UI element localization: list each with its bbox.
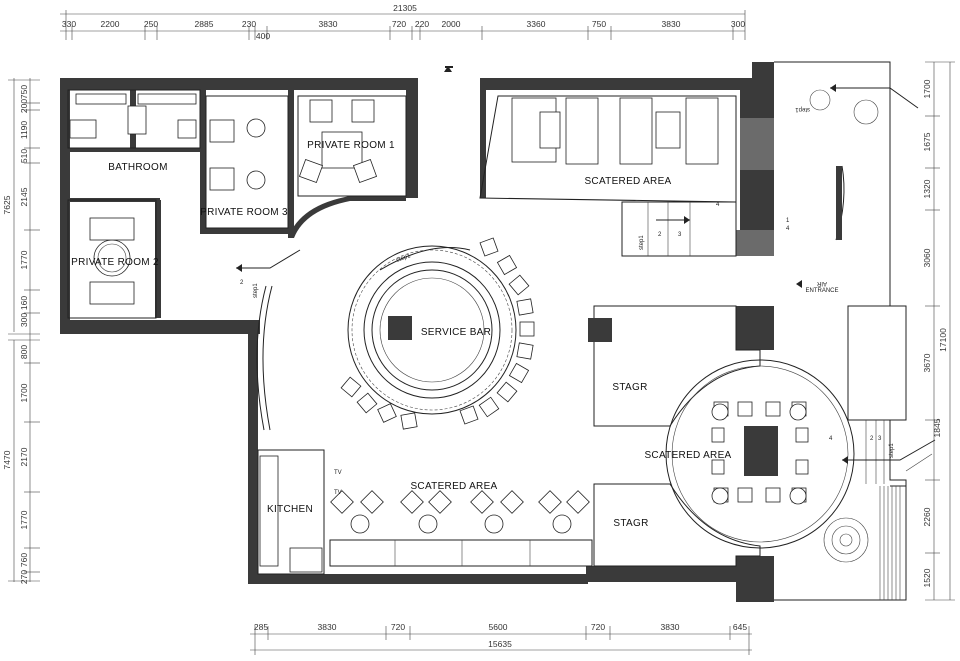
room-labels: BATHROOM PRIVATE ROOM 1 PRIVATE ROOM 2 P… <box>71 140 731 529</box>
right-dimensions: 1700 1675 1320 3060 3670 1845 2260 1520 … <box>905 61 955 601</box>
right-dim-2: 1675 <box>922 132 932 151</box>
entrance-label: ENTRANCE <box>805 288 838 294</box>
right-dim-6: 1845 <box>932 418 942 437</box>
num-2-corridor: 2 <box>240 280 244 286</box>
tv-label-2: TV <box>334 490 342 496</box>
left-dim-9: 800 <box>19 345 29 359</box>
top-dim-sub: 400 <box>256 31 270 41</box>
num-3-stairs: 3 <box>678 232 682 238</box>
left-dim-3: 1190 <box>19 121 29 140</box>
bar-stools <box>340 237 535 430</box>
label-service-bar: SERVICE BAR <box>421 327 491 338</box>
label-private-room-3: PRIVATE ROOM 3 <box>200 207 288 218</box>
left-dim-13: 760 <box>19 553 29 567</box>
top-dim-5: 230 <box>242 19 256 29</box>
num-4-right: 4 <box>829 436 833 442</box>
top-dim-13: 300 <box>731 19 745 29</box>
right-dim-8: 1520 <box>922 568 932 587</box>
bottom-dim-4: 5600 <box>489 622 508 632</box>
label-scattered-area-right: SCATERED AREA <box>644 450 731 461</box>
num-2-right: 2 <box>870 436 874 442</box>
top-dim-8: 220 <box>415 19 429 29</box>
bottom-dim-6: 3830 <box>661 622 680 632</box>
left-dim-1: 750 <box>19 85 29 99</box>
top-dim-10: 3360 <box>527 19 546 29</box>
left-dim-4: 510 <box>19 149 29 163</box>
left-dim-14: 270 <box>19 570 29 584</box>
bottom-dim-7: 645 <box>733 622 747 632</box>
right-dim-7: 2260 <box>922 507 932 526</box>
top-dim-9: 2000 <box>442 19 461 29</box>
step-label-top: step1 <box>639 235 645 250</box>
top-dimensions: 21305 330 2200 250 2885 230 3830 720 220… <box>60 3 745 41</box>
left-dim-8: 160 <box>19 296 29 310</box>
left-dimensions: 7625 7470 750 200 1190 510 2145 1770 300… <box>2 78 40 584</box>
num-1-right-top: 1 <box>786 218 790 224</box>
top-dim-6: 3830 <box>319 19 338 29</box>
top-dim-1: 330 <box>62 19 76 29</box>
top-dim-2: 2200 <box>101 19 120 29</box>
left-dim-10: 1700 <box>19 383 29 402</box>
left-dim-6: 1770 <box>19 250 29 269</box>
label-stage-upper: STAGR <box>612 382 647 393</box>
label-private-room-1: PRIVATE ROOM 1 <box>307 140 395 151</box>
num-4-stairs: 4 <box>716 202 720 208</box>
num-2-stairs: 2 <box>658 232 662 238</box>
left-dim-11: 2170 <box>19 447 29 466</box>
bottom-dimensions: 285 3830 720 5600 720 3830 645 15635 <box>250 622 752 655</box>
step-label-corridor: step1 <box>253 283 259 298</box>
bottom-total-dim: 15635 <box>488 639 512 649</box>
right-round-area <box>665 359 855 549</box>
top-dim-12: 3830 <box>662 19 681 29</box>
step-label-bar: step1 <box>396 253 412 264</box>
right-dim-3: 1320 <box>922 179 932 198</box>
right-total-dim: 17100 <box>938 328 948 352</box>
left-dim-12: 1770 <box>19 510 29 529</box>
top-total-dim: 21305 <box>393 3 417 13</box>
furniture <box>69 89 879 573</box>
left-dim-5: 2145 <box>19 187 29 206</box>
label-bathroom: BATHROOM <box>108 162 167 173</box>
step-label-right-top: step1 <box>795 106 810 112</box>
left-dim-7: 300 <box>19 313 29 327</box>
top-dim-3: 250 <box>144 19 158 29</box>
tv-label-1: TV <box>334 470 342 476</box>
outlines <box>67 61 907 601</box>
step-label-right: step1 <box>889 443 895 458</box>
service-bar-area <box>347 245 612 415</box>
service-bar-counter <box>388 316 412 340</box>
right-dim-4: 3060 <box>922 248 932 267</box>
top-dim-11: 750 <box>592 19 606 29</box>
top-dim-7: 720 <box>392 19 406 29</box>
air-label: AIR <box>816 280 827 286</box>
left-total-upper: 7625 <box>2 195 12 214</box>
arrows <box>236 66 936 464</box>
bottom-dim-3: 720 <box>391 622 405 632</box>
right-dim-1: 1700 <box>922 79 932 98</box>
num-3-right: 3 <box>878 436 882 442</box>
label-kitchen: KITCHEN <box>267 504 313 515</box>
walls <box>60 62 778 602</box>
annotations: AIR ENTRANCE step1 step1 step1 step1 ste… <box>240 106 895 496</box>
label-stage-lower: STAGR <box>613 518 648 529</box>
label-private-room-2: PRIVATE ROOM 2 <box>71 257 159 268</box>
bottom-dim-1: 285 <box>254 622 268 632</box>
left-dim-2: 200 <box>19 99 29 113</box>
bottom-dim-5: 720 <box>591 622 605 632</box>
top-dim-4: 2885 <box>195 19 214 29</box>
label-scattered-area-bottom: SCATERED AREA <box>410 481 497 492</box>
bottom-dim-2: 3830 <box>318 622 337 632</box>
label-scattered-area-top: SCATERED AREA <box>584 176 671 187</box>
right-dim-5: 3670 <box>922 353 932 372</box>
num-4-right-top: 4 <box>786 226 790 232</box>
left-total-lower: 7470 <box>2 450 12 469</box>
